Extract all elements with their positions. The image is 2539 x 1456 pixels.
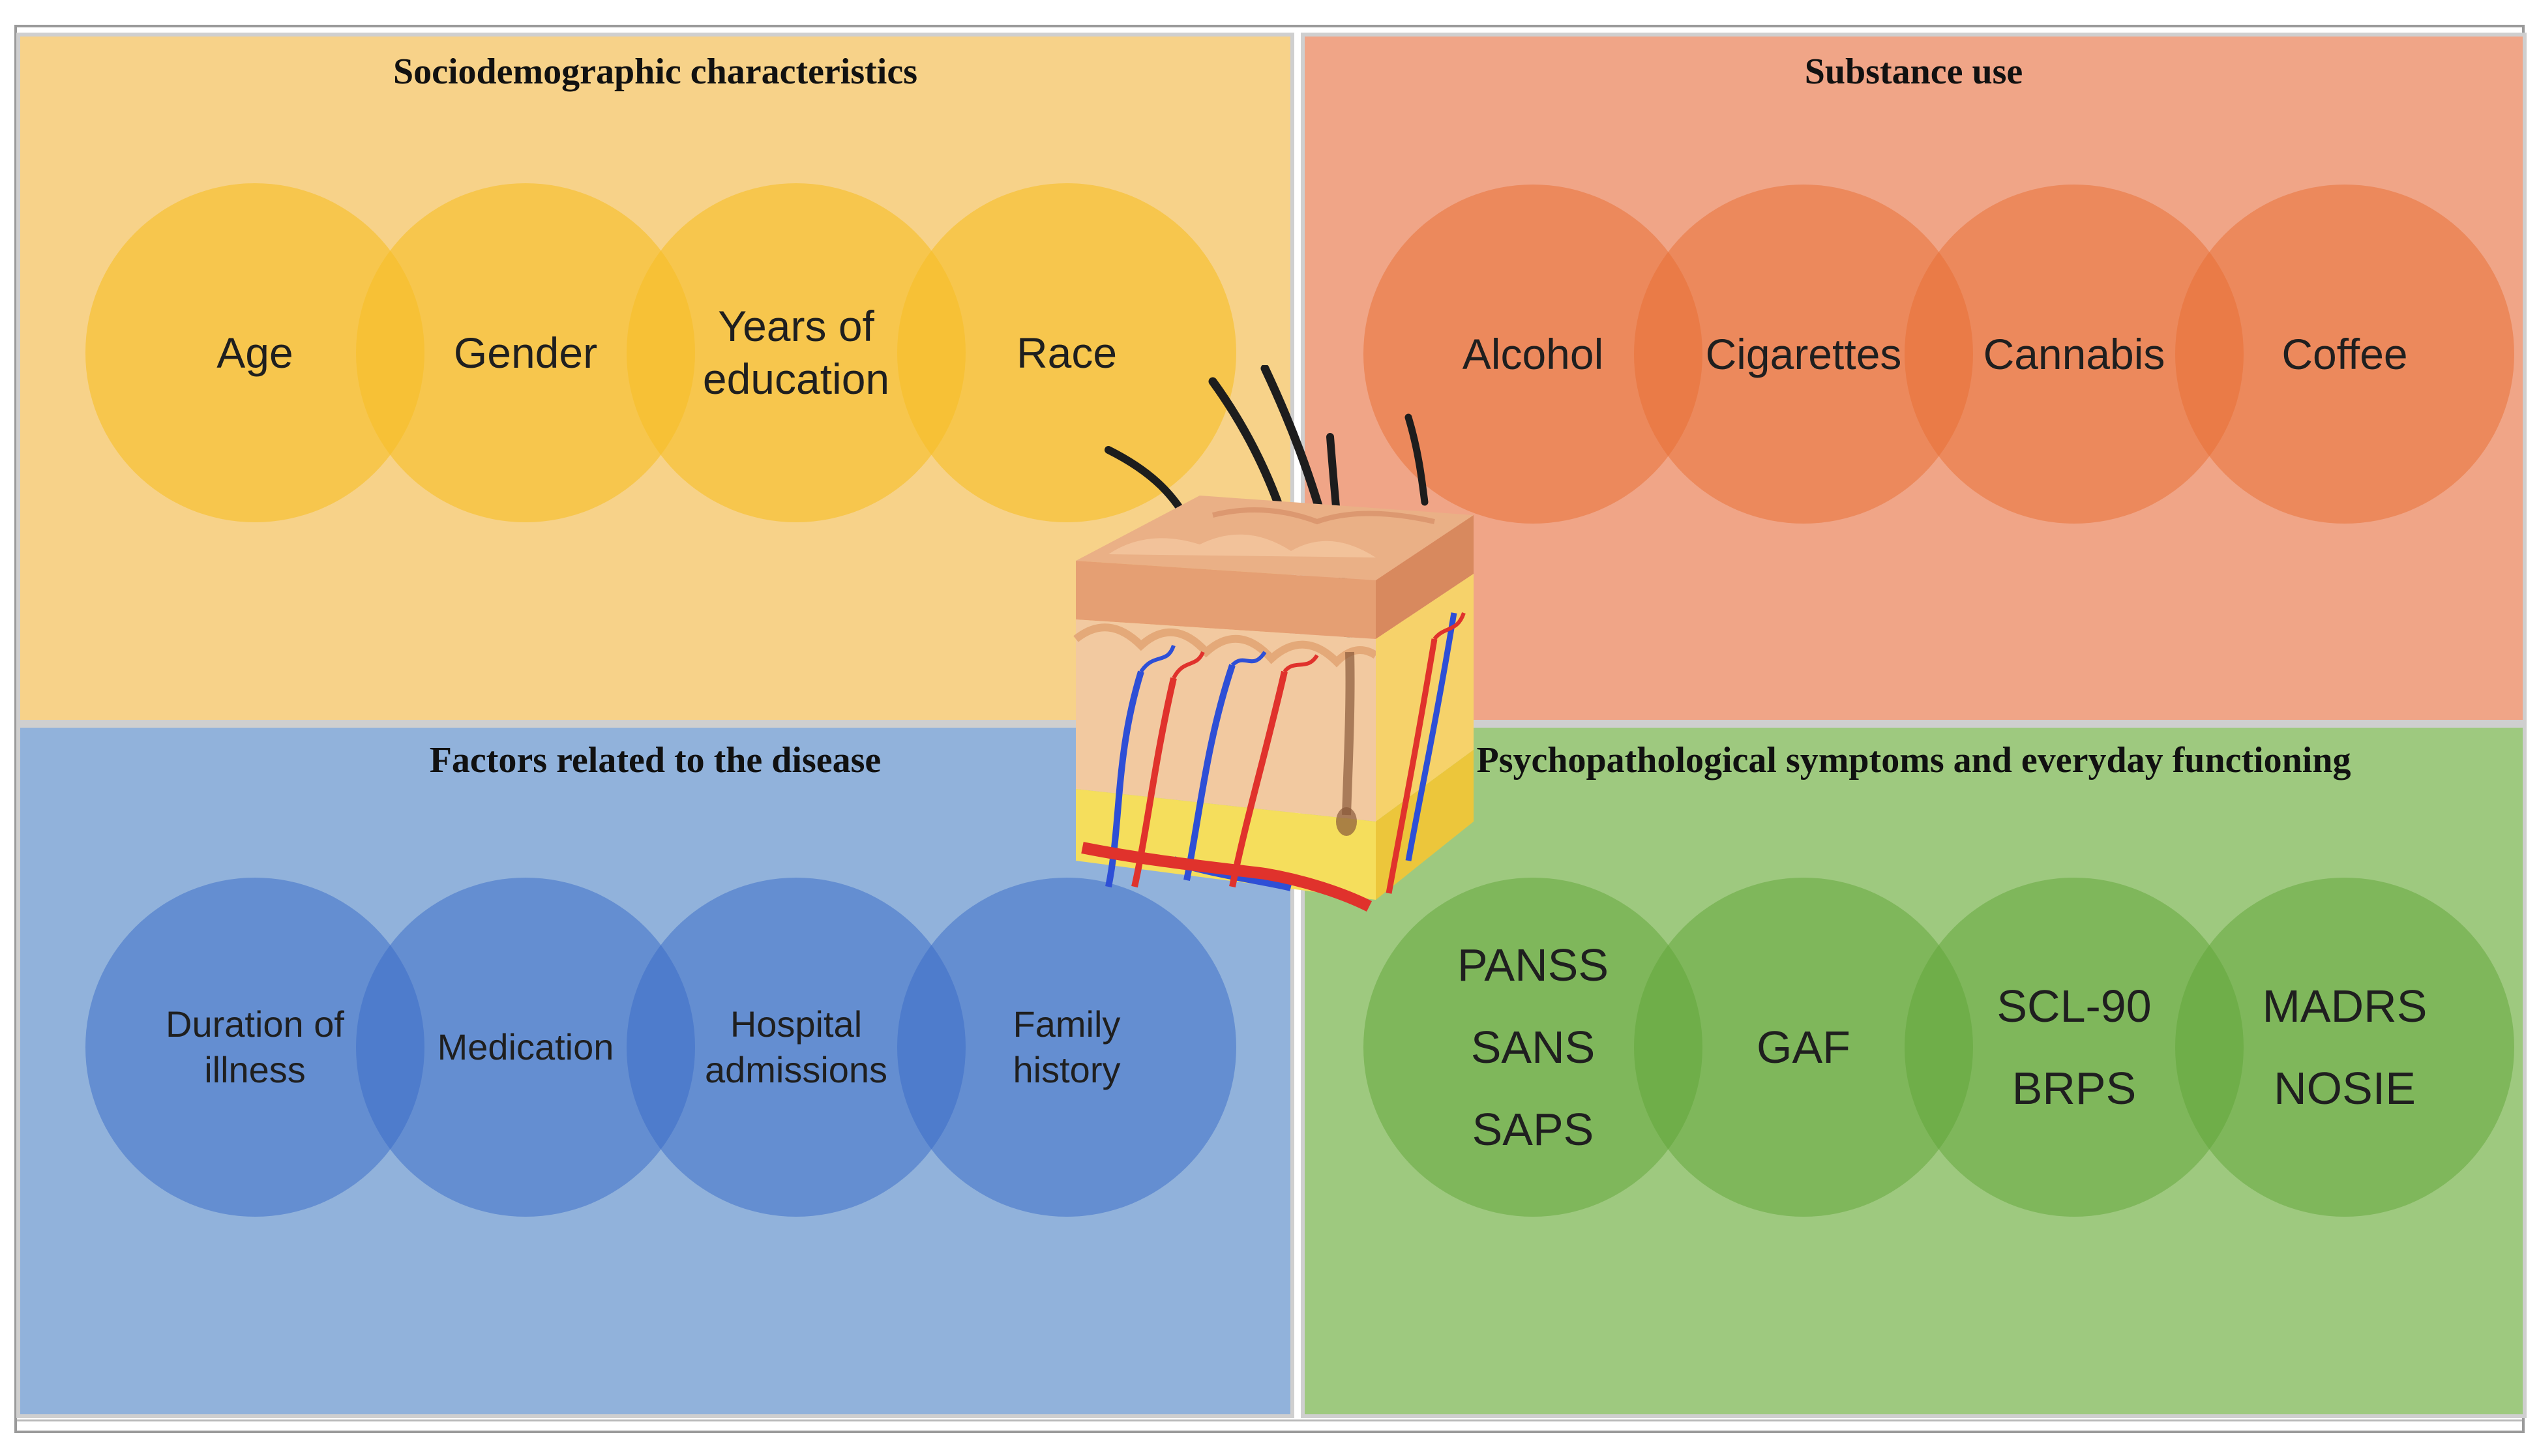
factor-circle-madrs-nosie: MADRS NOSIE bbox=[2175, 878, 2514, 1217]
quadrant-disease-factors: Factors related to the disease Duration … bbox=[16, 724, 1294, 1418]
factor-circle-race: Race bbox=[897, 183, 1236, 522]
quadrant-title: Substance use bbox=[1804, 52, 2023, 92]
quadrant-title: Sociodemographic characteristics bbox=[393, 52, 918, 92]
quadrant-substance-use: Substance use Alcohol Cigarettes Cannabi… bbox=[1301, 33, 2527, 724]
quadrant-psychopathology: Psychopathological symptoms and everyday… bbox=[1301, 724, 2527, 1418]
skin-cross-section-icon bbox=[1073, 365, 1474, 912]
quadrant-title: Psychopathological symptoms and everyday… bbox=[1476, 740, 2351, 780]
factor-circle-family-history: Family history bbox=[897, 878, 1236, 1217]
quadrant-sociodemographic: Sociodemographic characteristics Age Gen… bbox=[16, 33, 1294, 724]
factor-circle-scl90-brps: SCL-90 BRPS bbox=[1905, 878, 2244, 1217]
factor-circle-coffee: Coffee bbox=[2175, 185, 2514, 524]
quadrant-title: Factors related to the disease bbox=[429, 740, 882, 780]
